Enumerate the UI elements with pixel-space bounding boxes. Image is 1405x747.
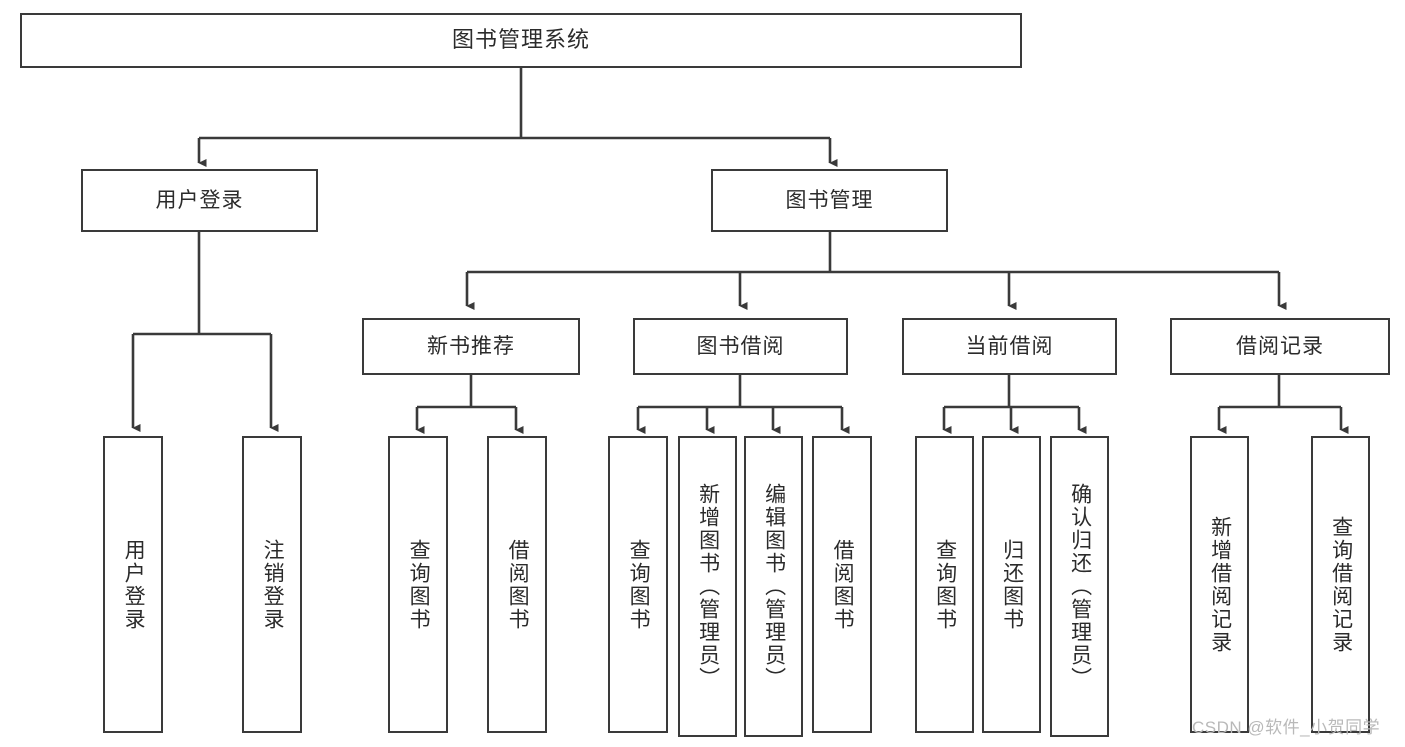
leaf-edit-book-admin[interactable]: 编辑图书（管理员） xyxy=(744,436,803,737)
node-label: 用户登录 xyxy=(155,188,244,212)
leaf-user-login[interactable]: 用户登录 xyxy=(103,436,163,733)
leaf-query-book-current[interactable]: 查询图书 xyxy=(915,436,974,733)
leaf-add-borrow-record[interactable]: 新增借阅记录 xyxy=(1190,436,1249,733)
node-label: 查询图书 xyxy=(627,538,651,631)
node-root-book-management-system[interactable]: 图书管理系统 xyxy=(20,13,1022,68)
node-label: 借阅图书 xyxy=(506,538,530,631)
node-book-borrow[interactable]: 图书借阅 xyxy=(633,318,848,375)
node-label: 确认归还（管理员） xyxy=(1068,483,1092,690)
node-book-management[interactable]: 图书管理 xyxy=(711,169,948,232)
leaf-query-borrow-record[interactable]: 查询借阅记录 xyxy=(1311,436,1370,733)
node-label: 新增借阅记录 xyxy=(1208,515,1232,654)
node-label: 借阅记录 xyxy=(1236,334,1324,358)
node-label: 图书借阅 xyxy=(696,334,785,358)
node-label: 图书管理系统 xyxy=(451,27,590,53)
node-label: 查询图书 xyxy=(407,538,431,631)
node-label: 注销登录 xyxy=(261,538,285,631)
node-label: 用户登录 xyxy=(122,538,146,631)
node-user-login[interactable]: 用户登录 xyxy=(81,169,318,232)
leaf-add-book-admin[interactable]: 新增图书（管理员） xyxy=(678,436,737,737)
leaf-query-book-recommend[interactable]: 查询图书 xyxy=(388,436,448,733)
leaf-borrow-book-borrow[interactable]: 借阅图书 xyxy=(812,436,872,733)
node-label: 图书管理 xyxy=(785,188,874,212)
node-label: 借阅图书 xyxy=(831,538,855,631)
node-label: 新书推荐 xyxy=(427,334,515,358)
node-label: 归还图书 xyxy=(1000,538,1024,631)
leaf-confirm-return-admin[interactable]: 确认归还（管理员） xyxy=(1050,436,1109,737)
leaf-borrow-book-recommend[interactable]: 借阅图书 xyxy=(487,436,547,733)
node-label: 查询图书 xyxy=(933,538,957,631)
node-label: 编辑图书（管理员） xyxy=(762,483,786,690)
node-current-borrow[interactable]: 当前借阅 xyxy=(902,318,1117,375)
leaf-query-book-borrow[interactable]: 查询图书 xyxy=(608,436,668,733)
node-label: 当前借阅 xyxy=(965,334,1054,358)
node-new-book-recommend[interactable]: 新书推荐 xyxy=(362,318,580,375)
csdn-watermark: CSDN @软件_小贺同学 xyxy=(1192,718,1381,737)
leaf-return-book[interactable]: 归还图书 xyxy=(982,436,1041,733)
node-borrow-record[interactable]: 借阅记录 xyxy=(1170,318,1390,375)
leaf-logout[interactable]: 注销登录 xyxy=(242,436,302,733)
node-label: 查询借阅记录 xyxy=(1329,515,1353,654)
node-label: 新增图书（管理员） xyxy=(696,483,720,690)
